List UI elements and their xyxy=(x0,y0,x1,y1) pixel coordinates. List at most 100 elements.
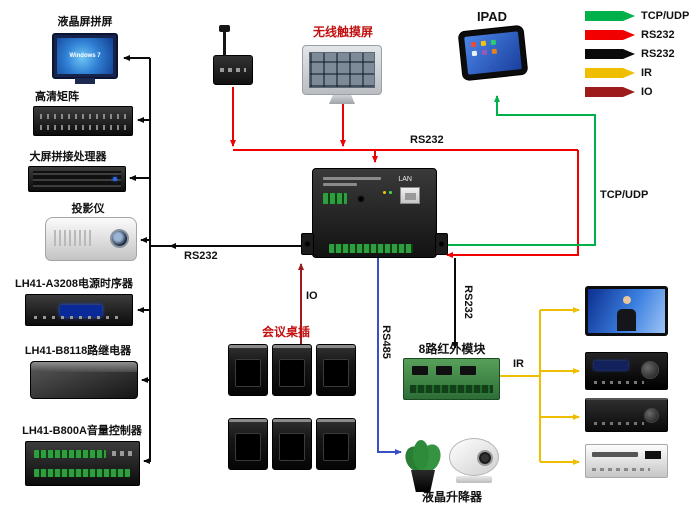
av-receiver xyxy=(585,352,668,390)
plant-pot xyxy=(411,470,435,492)
relay-module xyxy=(30,361,138,399)
controller-mount-ear-left xyxy=(301,233,314,255)
app-icon xyxy=(470,41,477,48)
label-conference-socket: 会议桌插 xyxy=(261,325,310,339)
ipad xyxy=(457,24,529,82)
amplifier-knob xyxy=(644,408,659,423)
socket-face xyxy=(235,433,261,461)
app-icon xyxy=(490,39,497,46)
amplifier xyxy=(585,398,668,432)
link-label-rs232-left: RS232 xyxy=(184,250,218,262)
legend-row-rs232-black: RS232 xyxy=(585,48,689,60)
conference-socket xyxy=(316,418,356,470)
controller-print xyxy=(323,183,357,186)
controller-bottom-terminals xyxy=(329,244,413,253)
conference-socket xyxy=(272,418,312,470)
monitor-screen: Windows 7 xyxy=(57,38,113,74)
conference-socket xyxy=(316,344,356,396)
antenna-mast xyxy=(223,31,226,56)
sequencer-display xyxy=(60,305,102,317)
label-volume-controller: LH41-B800A音量控制器 xyxy=(22,425,142,437)
link-label-rs232-top: RS232 xyxy=(410,134,444,146)
black-rs232-wires xyxy=(123,55,458,464)
processor-led xyxy=(113,177,117,181)
camera-base xyxy=(456,476,492,483)
monitor-stand xyxy=(75,78,95,84)
label-ir-module: 8路红外模块 xyxy=(418,342,486,356)
socket-face xyxy=(235,359,261,387)
receiver-buttons xyxy=(594,381,644,384)
sequencer-buttons xyxy=(34,316,124,319)
conference-socket xyxy=(228,418,268,470)
controller-terminal-block xyxy=(323,193,347,204)
app-icon xyxy=(480,40,487,47)
ir-module-terminals xyxy=(410,385,493,393)
central-controller: LAN xyxy=(301,168,448,258)
wireless-receiver xyxy=(213,25,253,85)
volume-detail xyxy=(112,451,134,456)
legend-label: RS232 xyxy=(641,48,675,60)
link-label-ir: IR xyxy=(513,358,524,370)
legend-arrow-black xyxy=(585,49,635,59)
label-hd-matrix: 高清矩阵 xyxy=(35,91,79,103)
lan-port-inner xyxy=(405,193,416,200)
dvd-tray xyxy=(592,452,638,457)
legend-arrow-green xyxy=(585,11,635,21)
tv-screen xyxy=(588,289,665,333)
legend-arrow-yellow xyxy=(585,68,635,78)
volume-terminals-bottom xyxy=(34,469,130,477)
conference-socket xyxy=(272,344,312,396)
legend-row-rs232-red: RS232 xyxy=(585,29,689,41)
wireless-touchscreen xyxy=(302,45,382,104)
legend-row-tcpudp: TCP/UDP xyxy=(585,10,689,22)
link-label-rs232-down: RS232 xyxy=(462,285,474,319)
link-label-io: IO xyxy=(306,290,318,302)
label-lcd-video-wall: 液晶屏拼屏 xyxy=(57,16,113,28)
plant-leaf xyxy=(413,440,429,470)
receiver-detail xyxy=(220,68,246,72)
link-label-tcpudp: TCP/UDP xyxy=(600,189,649,201)
projector-vents xyxy=(54,230,94,246)
projector xyxy=(45,217,137,261)
matrix-ports-row2 xyxy=(40,125,126,130)
volume-controller xyxy=(25,441,140,486)
ir-module-connector xyxy=(412,366,428,375)
relay-top-face xyxy=(31,362,137,372)
controller-mount-ear-right xyxy=(435,233,448,255)
lan-port xyxy=(400,187,420,204)
dvd-buttons xyxy=(592,468,650,471)
camera-lens-icon xyxy=(477,450,493,466)
legend-label: IO xyxy=(641,86,653,98)
yellow-ir-wires xyxy=(500,307,580,465)
monitor-screen-text: Windows 7 xyxy=(69,53,101,59)
dvd-display xyxy=(645,451,661,459)
amplifier-buttons xyxy=(594,422,644,425)
legend-arrow-maroon xyxy=(585,87,635,97)
legend-arrow-red xyxy=(585,30,635,40)
tv-person xyxy=(623,296,632,305)
screen-splicing-processor xyxy=(28,166,126,192)
ptz-camera xyxy=(447,428,501,490)
socket-face xyxy=(323,359,349,387)
label-wireless-touchscreen: 无线触摸屏 xyxy=(312,25,373,39)
processor-slots xyxy=(33,171,121,187)
socket-face xyxy=(323,433,349,461)
ir-module xyxy=(403,358,500,400)
volume-terminals-top xyxy=(34,450,106,458)
app-icon xyxy=(491,48,498,55)
controller-print xyxy=(323,177,381,180)
wire-tcpudp-to-ipad xyxy=(441,95,596,246)
label-ipad: IPAD xyxy=(476,9,508,24)
camera-body xyxy=(449,438,499,476)
receiver-knob xyxy=(641,361,659,379)
conference-socket xyxy=(228,344,268,396)
app-icon xyxy=(481,49,488,56)
label-splicing-processor: 大屏拼接处理器 xyxy=(29,151,107,163)
status-led xyxy=(383,191,386,194)
hd-matrix xyxy=(33,106,133,136)
red-rs232-wires xyxy=(230,87,579,258)
legend-label: RS232 xyxy=(641,29,675,41)
socket-face xyxy=(279,359,305,387)
ir-module-connector xyxy=(436,366,452,375)
